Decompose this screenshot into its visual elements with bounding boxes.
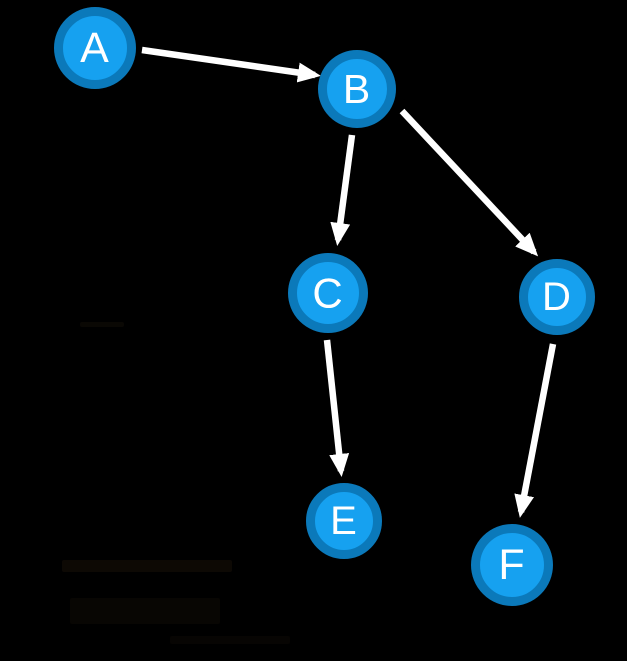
edge-a-b — [141, 46, 321, 83]
node-d[interactable]: D — [519, 259, 595, 335]
node-label-a: A — [80, 24, 110, 72]
node-layer: A B C D E F — [54, 7, 595, 606]
node-e[interactable]: E — [306, 483, 382, 559]
node-label-b: B — [343, 66, 371, 112]
node-circle-e[interactable] — [306, 483, 382, 559]
node-circle-a[interactable] — [54, 7, 136, 89]
node-label-f: F — [498, 541, 525, 589]
node-circle-f[interactable] — [471, 524, 553, 606]
node-c[interactable]: C — [288, 253, 368, 333]
node-label-c: C — [312, 270, 343, 317]
edge-d-f — [514, 343, 557, 518]
node-label-e: E — [330, 499, 358, 543]
edge-layer — [141, 46, 557, 518]
node-a[interactable]: A — [54, 7, 136, 89]
edge-b-d — [399, 108, 539, 257]
node-circle-d[interactable] — [519, 259, 595, 335]
node-circle-b[interactable] — [318, 50, 396, 128]
node-circle-c[interactable] — [288, 253, 368, 333]
node-f[interactable]: F — [471, 524, 553, 606]
node-b[interactable]: B — [318, 50, 396, 128]
node-label-d: D — [542, 275, 572, 319]
edge-b-c — [330, 134, 356, 246]
edge-c-e — [323, 339, 350, 477]
